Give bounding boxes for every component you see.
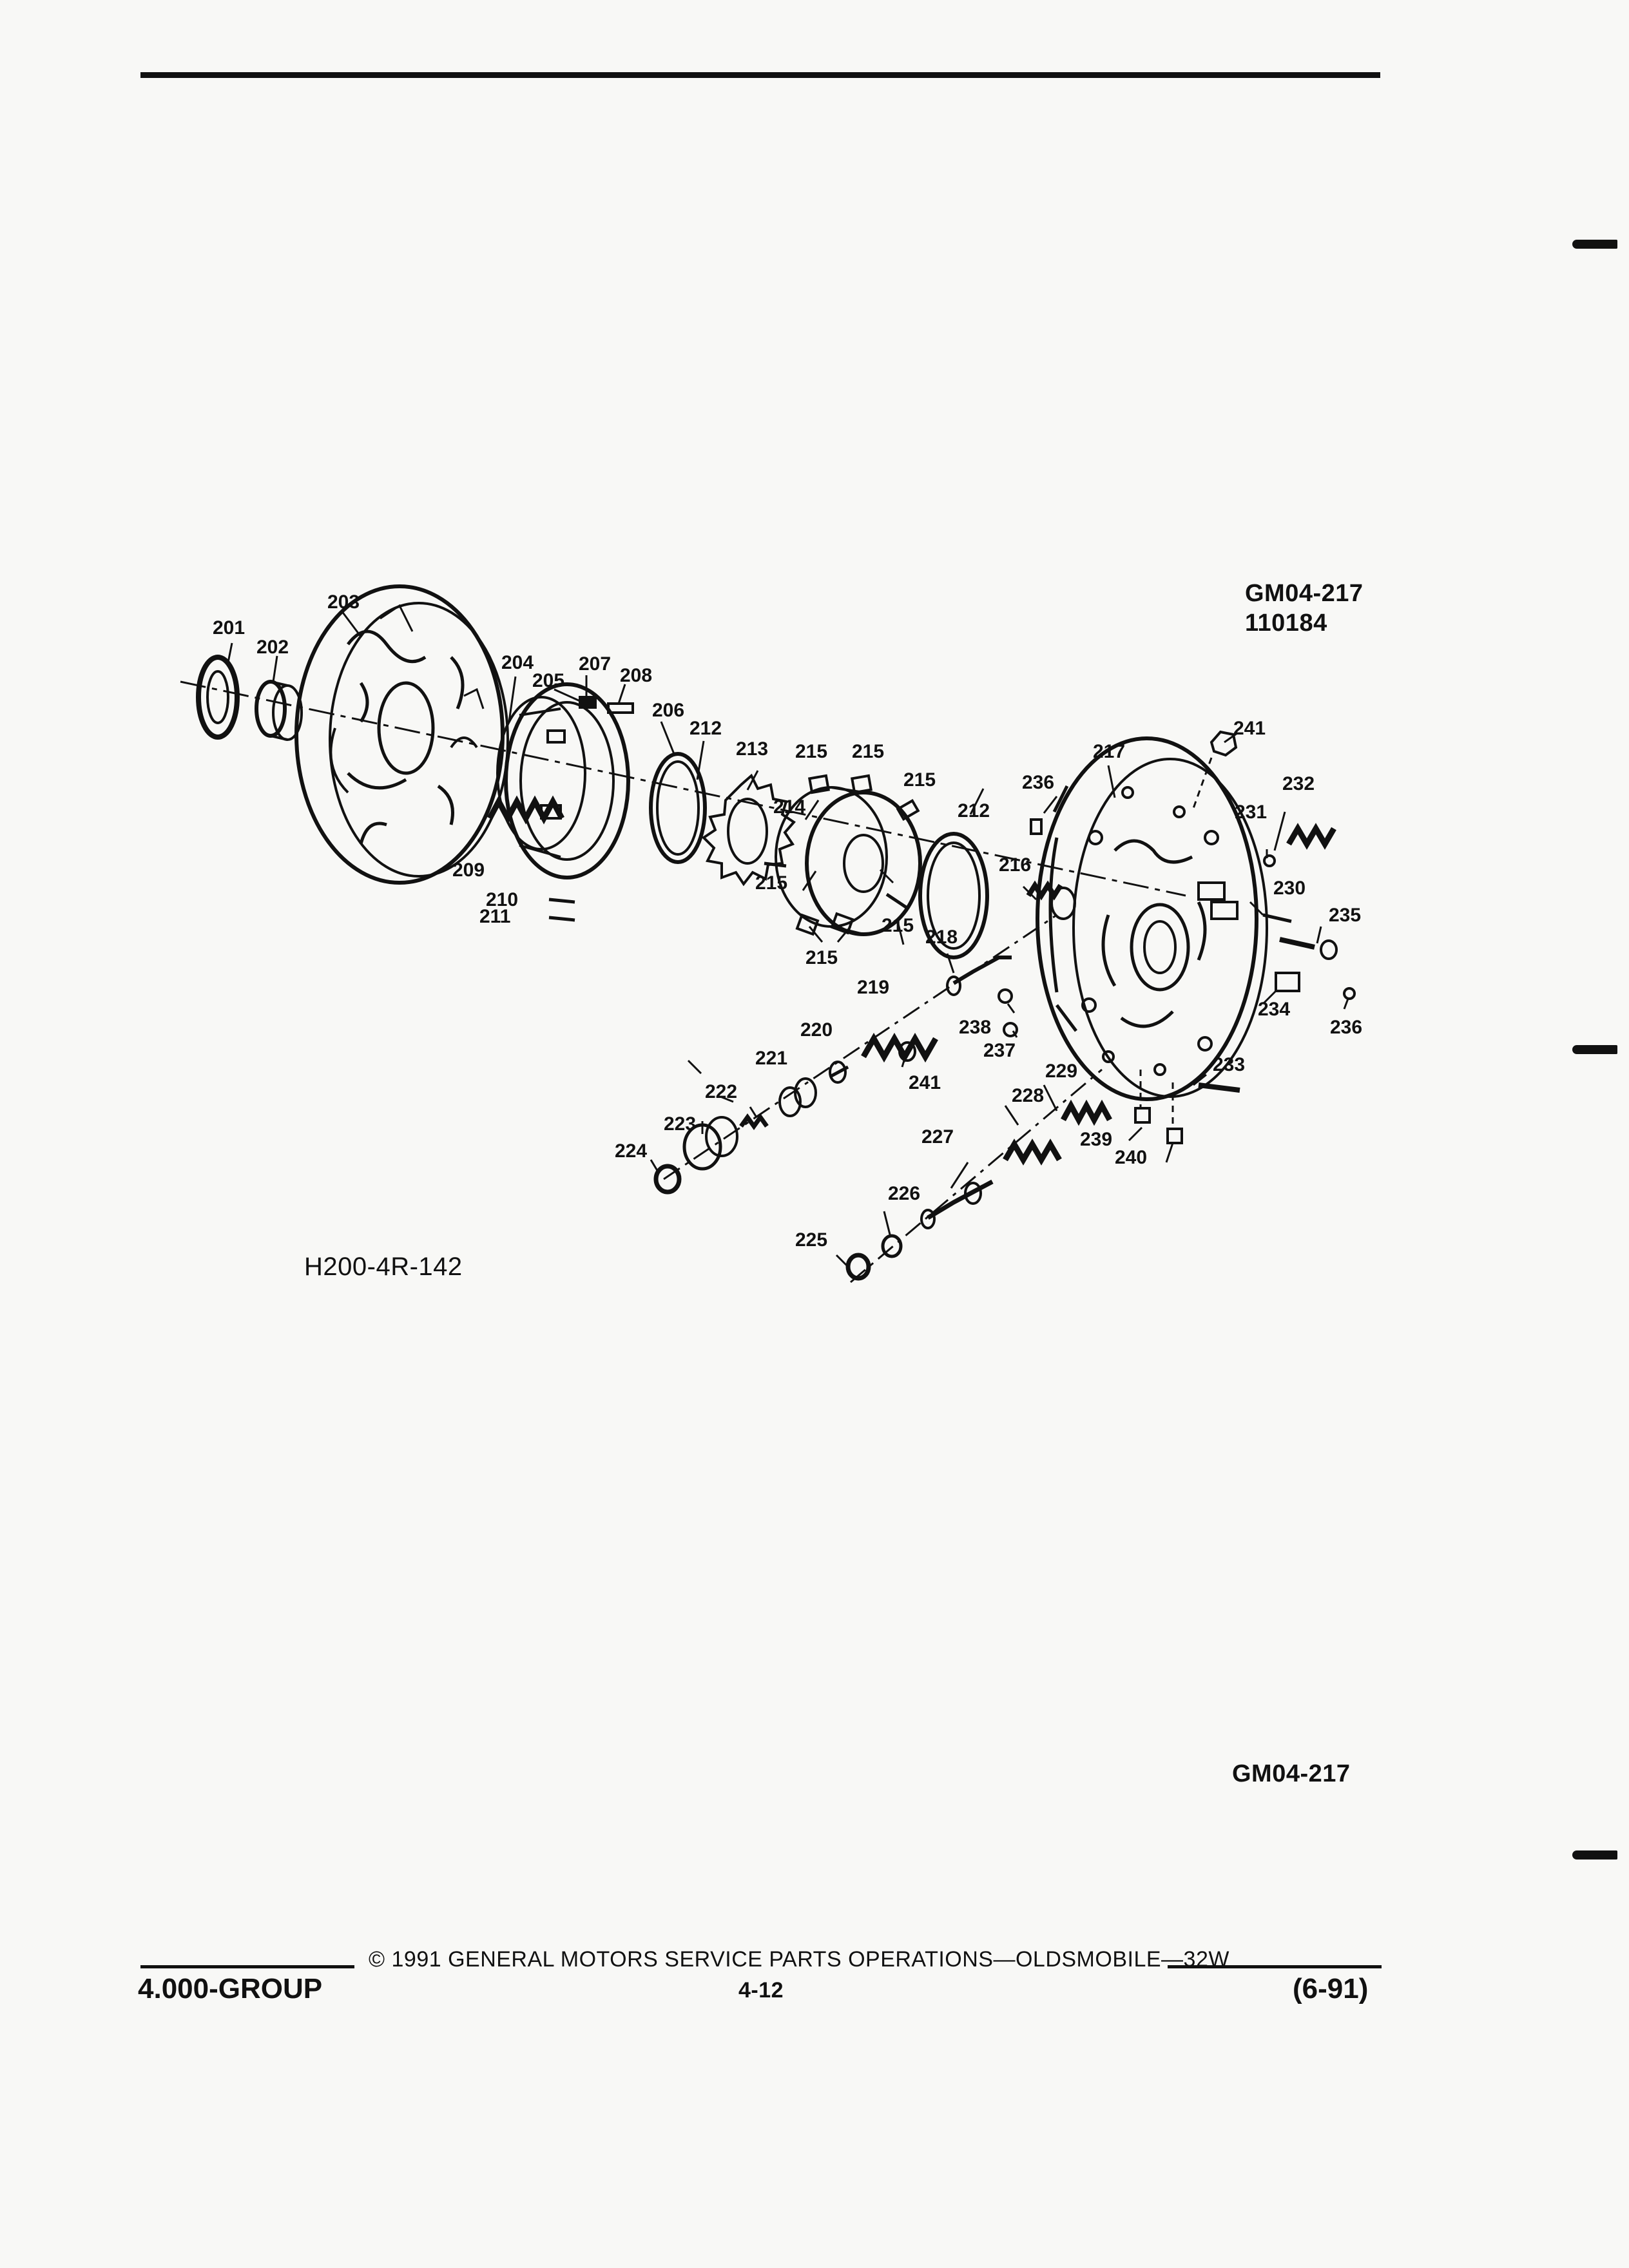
- callout-215: 215: [903, 769, 936, 791]
- drawing-number: H200-4R-142: [304, 1253, 463, 1281]
- callout-215: 215: [755, 872, 787, 894]
- callout-231: 231: [1235, 802, 1267, 823]
- callout-229: 229: [1045, 1061, 1077, 1082]
- callout-232: 232: [1282, 773, 1315, 794]
- callout-210: 210: [486, 889, 518, 910]
- callout-241: 241: [909, 1072, 941, 1093]
- callout-206: 206: [652, 700, 684, 721]
- callout-226: 226: [888, 1183, 920, 1204]
- callout-227: 227: [921, 1126, 954, 1148]
- callout-220: 220: [800, 1019, 833, 1041]
- footer-rule-right: [1168, 1965, 1382, 1968]
- callout-202: 202: [256, 637, 289, 658]
- revision-label: (6-91): [1293, 1973, 1369, 2004]
- callout-230: 230: [1273, 878, 1306, 899]
- callout-221: 221: [755, 1048, 787, 1069]
- callout-215: 215: [852, 741, 884, 762]
- callout-222: 222: [705, 1081, 737, 1102]
- callout-235: 235: [1329, 905, 1361, 926]
- binding-mark: [1572, 1045, 1617, 1054]
- callout-236: 236: [1022, 772, 1054, 793]
- binding-mark: [1572, 1850, 1617, 1860]
- callout-212: 212: [689, 718, 722, 739]
- callout-233: 233: [1213, 1054, 1245, 1075]
- callout-215: 215: [805, 947, 838, 968]
- binding-mark: [1572, 240, 1617, 249]
- callout-203: 203: [327, 591, 360, 613]
- figure-date-code: 110184: [1245, 610, 1327, 637]
- callout-238: 238: [959, 1017, 991, 1038]
- callout-223: 223: [664, 1113, 696, 1135]
- callout-212: 212: [958, 800, 990, 822]
- figure-bottom-code: GM04-217: [1232, 1760, 1351, 1787]
- callout-234: 234: [1258, 999, 1290, 1020]
- callout-208: 208: [620, 665, 652, 686]
- callout-209: 209: [452, 860, 485, 881]
- callout-217: 217: [1093, 741, 1125, 762]
- callout-204: 204: [501, 652, 534, 673]
- copyright-line: © 1991 GENERAL MOTORS SERVICE PARTS OPER…: [369, 1947, 1229, 1972]
- callout-218: 218: [925, 927, 958, 948]
- callout-207: 207: [579, 653, 611, 675]
- callout-240: 240: [1115, 1147, 1147, 1168]
- callout-241: 241: [1233, 718, 1266, 739]
- figure-code: GM04-217: [1245, 580, 1364, 607]
- callout-224: 224: [615, 1140, 647, 1162]
- callout-214: 214: [773, 796, 805, 818]
- callout-236: 236: [1330, 1017, 1362, 1038]
- callout-219: 219: [857, 977, 889, 998]
- group-label: 4.000-GROUP: [138, 1973, 323, 2004]
- callout-228: 228: [1012, 1085, 1044, 1106]
- callout-225: 225: [795, 1229, 827, 1251]
- footer-rule-left: [140, 1965, 354, 1968]
- header-rule: [140, 72, 1380, 78]
- callout-215: 215: [882, 915, 914, 936]
- callout-205: 205: [532, 670, 564, 691]
- page-number: 4-12: [738, 1978, 784, 2003]
- callout-215: 215: [795, 741, 827, 762]
- callout-211: 211: [479, 906, 510, 927]
- callout-201: 201: [213, 617, 245, 639]
- callout-216: 216: [999, 854, 1031, 876]
- callout-213: 213: [736, 738, 768, 760]
- callout-237: 237: [983, 1040, 1016, 1061]
- callout-239: 239: [1080, 1129, 1112, 1150]
